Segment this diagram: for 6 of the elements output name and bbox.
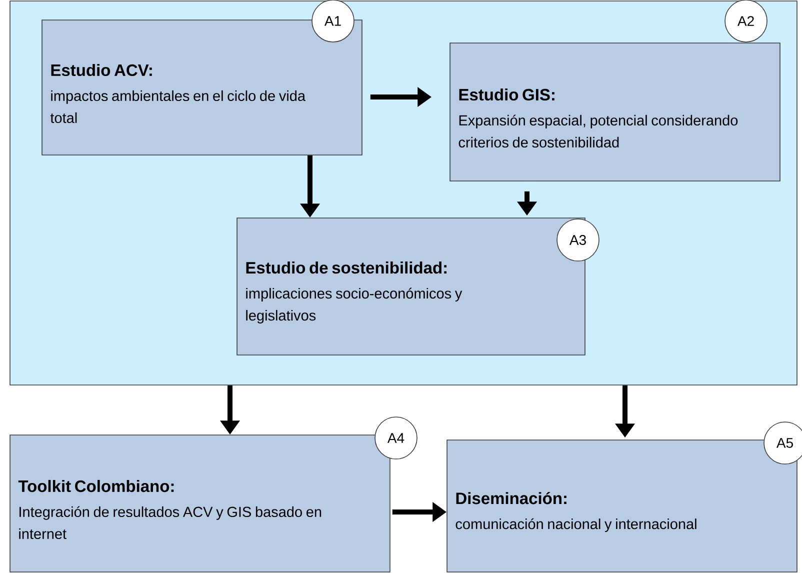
step-badge: A3 [556,218,600,262]
process-box: Estudio GIS: Expansión espacial, potencial considerando criterios de sostenibilidad [450,42,780,182]
step-badge: A2 [724,0,768,42]
step-badge: A1 [312,0,354,42]
step-badge: A4 [374,416,418,460]
step-badge: A5 [764,422,802,464]
